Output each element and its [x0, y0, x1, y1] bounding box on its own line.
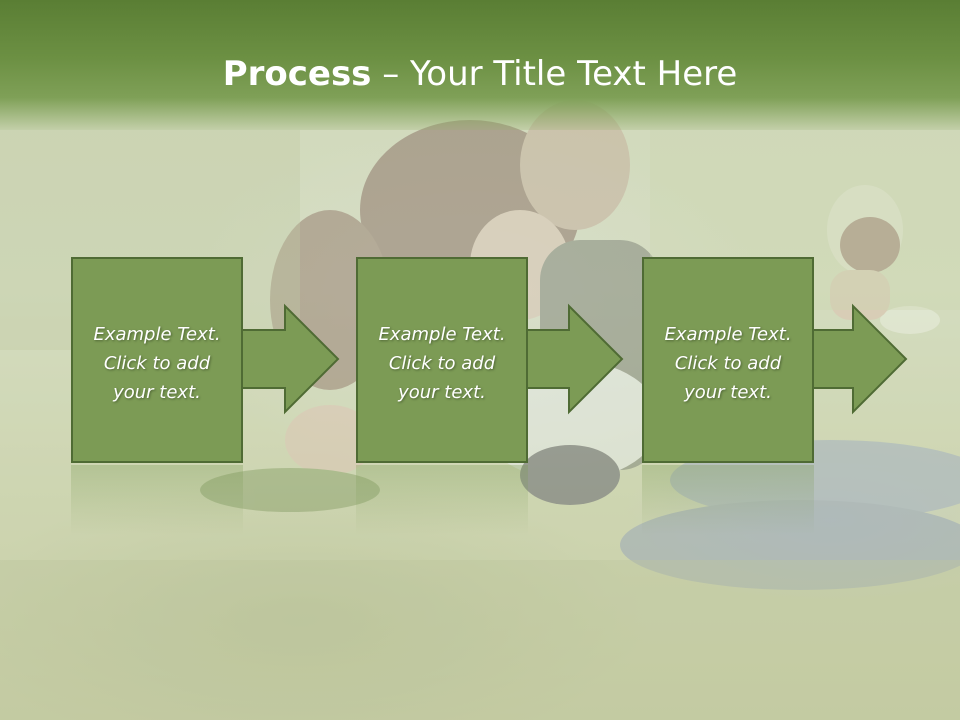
step-2-text: Example Text. Click to add your text. — [378, 323, 506, 403]
step-1-text: Example Text. Click to add your text. — [93, 323, 221, 403]
process-step-1[interactable]: Example Text. Click to add your text. — [71, 257, 243, 463]
slide-title[interactable]: Process – Your Title Text Here — [0, 52, 960, 96]
process-step-2[interactable]: Example Text. Click to add your text. — [356, 257, 528, 463]
arrow-right-icon — [514, 303, 624, 415]
step-1-reflection — [71, 465, 243, 535]
step-2-reflection — [356, 465, 528, 535]
arrow-right-icon — [230, 303, 340, 415]
process-step-3[interactable]: Example Text. Click to add your text. — [642, 257, 814, 463]
arrow-right-icon — [798, 303, 908, 415]
title-rest: – Your Title Text Here — [371, 54, 738, 94]
title-bold: Process — [222, 54, 372, 94]
step-3-text: Example Text. Click to add your text. — [664, 323, 792, 403]
step-3-reflection — [642, 465, 814, 535]
title-band — [0, 0, 960, 130]
